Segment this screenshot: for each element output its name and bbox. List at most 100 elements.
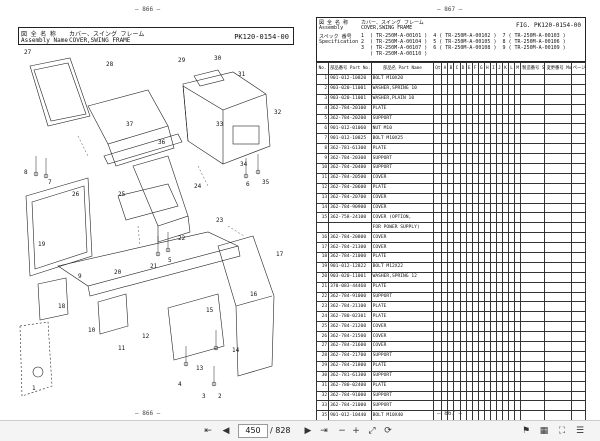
part-number: 362-780-02400 [328, 380, 372, 392]
qty-cell [544, 103, 572, 115]
row-number: 22 [315, 291, 330, 303]
part-number: 362-784-91000 [328, 390, 372, 402]
qty-cell [570, 281, 587, 293]
qty-cell [570, 163, 587, 174]
column-header: B [447, 62, 455, 75]
part-name: PLATE [370, 380, 435, 392]
qty-cell [520, 182, 546, 194]
column-header: K [501, 62, 510, 75]
qty-cell [570, 133, 587, 145]
part-name: COVER [370, 192, 435, 204]
row-number: 9 [315, 153, 330, 165]
right-page-header: 図 全 名 称 Assembly カバー、スイング フレーム COVER,SWI… [316, 17, 586, 62]
qty-cell [520, 242, 546, 254]
next-page-button[interactable]: ▶ [302, 424, 314, 438]
spec-line: ( TR-250M-A-00110 ) [361, 51, 428, 57]
callout: 35 [262, 179, 270, 186]
row-number: 13 [315, 192, 330, 204]
qty-cell [433, 172, 443, 184]
fit-page-button[interactable]: ⤢ [366, 424, 378, 438]
qty-cell [570, 350, 587, 362]
part-name: PLATE [370, 311, 435, 323]
part-name: PLATE [370, 281, 435, 293]
spec-line: 3 ( TR-250M-A-00107 ) 6 ( TR-250M-A-0010… [361, 45, 566, 51]
qty-cell [433, 360, 443, 372]
part-number [328, 222, 372, 234]
bookmark-button[interactable]: ⚑ [520, 424, 532, 438]
qty-cell [570, 123, 587, 135]
menu-button[interactable]: ☰ [574, 424, 586, 438]
qty-cell [544, 271, 572, 283]
qty-cell [520, 390, 546, 402]
qty-cell [544, 341, 572, 352]
callout: 7 [48, 179, 52, 186]
qty-cell [570, 202, 587, 214]
qty-cell [544, 261, 572, 273]
row-number: 11 [315, 172, 330, 184]
qty-cell [433, 370, 443, 382]
qty-cell [544, 252, 572, 263]
zoom-in-icon: + [352, 426, 360, 436]
page-number-input[interactable]: 450 [238, 424, 268, 438]
qty-cell [570, 172, 587, 184]
qty-cell [433, 202, 443, 214]
column-header: Qty [433, 62, 443, 75]
qty-cell [520, 301, 546, 313]
part-name: FOR POWER SUPPLY) [370, 222, 435, 234]
zoom-out-button[interactable]: − [336, 424, 348, 438]
qty-cell [520, 291, 546, 303]
part-name: PLATE [370, 182, 435, 194]
row-number: 15 [315, 212, 330, 224]
part-number: 903-020-11001 [328, 93, 372, 105]
prev-page-button[interactable]: ◀ [220, 424, 232, 438]
part-number: 362-758-24100 [328, 212, 372, 224]
part-name: COVER [370, 341, 435, 352]
qty-cell [544, 143, 572, 155]
part-name: BOLT M10X20 [370, 74, 435, 85]
row-number: 1 [315, 74, 330, 85]
qty-cell [544, 192, 572, 204]
zoom-in-button[interactable]: + [350, 424, 362, 438]
qty-cell [544, 202, 572, 214]
qty-cell [520, 143, 546, 155]
part-name: SUPPORT [370, 400, 435, 412]
spec-label-jp: スペック 番号 [319, 34, 352, 40]
thumbnails-button[interactable]: ▦ [538, 424, 550, 438]
rotate-button[interactable]: ⟳ [382, 424, 394, 438]
menu-icon: ☰ [575, 426, 585, 436]
last-page-button[interactable]: ⇥ [318, 424, 330, 438]
qty-cell [544, 83, 572, 95]
qty-cell [544, 222, 572, 234]
first-page-button[interactable]: ⇤ [202, 424, 214, 438]
part-name: COVER [370, 242, 435, 254]
part-number: 362-784-21100 [328, 301, 372, 313]
row-number: 26 [315, 331, 330, 343]
document-viewer: — 866 — 図 全 名 称 Assembly Name カバー、スイング フ… [18, 6, 587, 422]
qty-cell [433, 291, 443, 303]
callout: 9 [78, 273, 82, 280]
part-number: 362-784-21500 [328, 331, 372, 343]
qty-cell [433, 232, 443, 244]
column-header: 変更番号 Modif. No. [544, 62, 572, 75]
qty-cell [544, 163, 572, 174]
table-row: FOR POWER SUPPLY) [315, 222, 587, 234]
part-name: NUT M10 [370, 123, 435, 135]
qty-cell [544, 350, 572, 362]
fullscreen-button[interactable]: ⛶ [556, 424, 568, 438]
row-number: 29 [315, 360, 330, 372]
qty-cell [570, 74, 587, 85]
qty-cell [520, 163, 546, 174]
callout: 11 [118, 345, 126, 352]
part-number: 362-784-20400 [328, 163, 372, 174]
column-header: 部品名 Part Name [370, 62, 435, 75]
qty-cell [433, 163, 443, 174]
qty-cell [520, 113, 546, 125]
prev-page-icon: ◀ [222, 426, 230, 436]
callout: 3 [202, 393, 206, 400]
assembly-label-en: Assembly Name [21, 37, 68, 44]
